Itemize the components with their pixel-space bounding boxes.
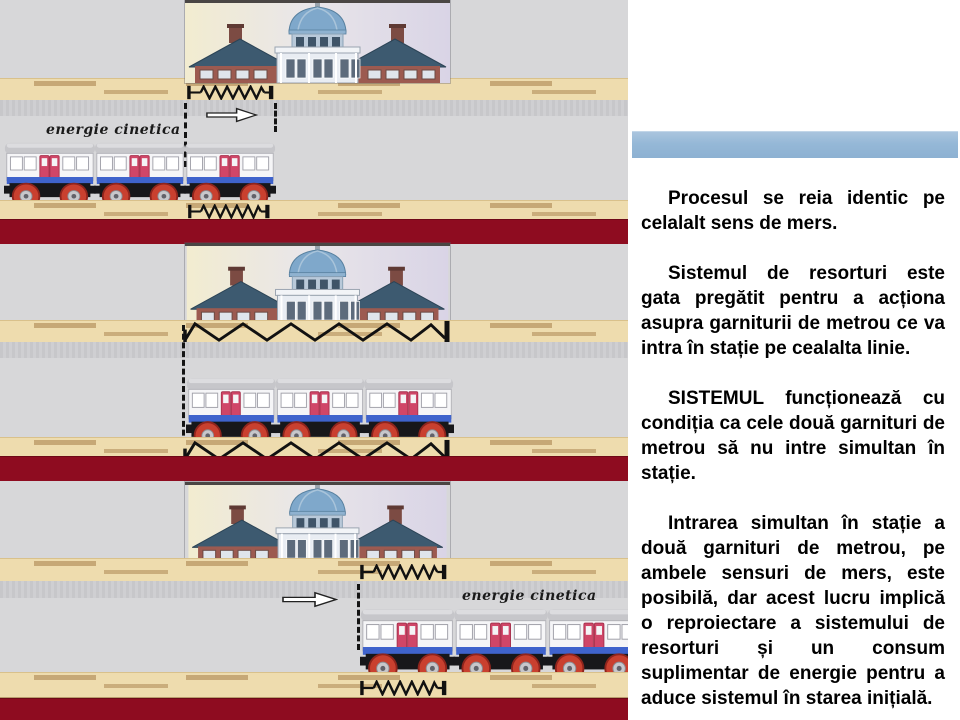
- station-boundary-dashed-line: [357, 584, 360, 650]
- compressed-spring-icon: [359, 564, 449, 580]
- station-boundary-dashed-line: [182, 325, 185, 453]
- kinetic-energy-label: energie cinetica: [462, 588, 597, 604]
- compressed-spring-icon: [359, 680, 449, 696]
- upper-track-plank: [0, 320, 628, 345]
- station-boundary-dashed-line: [274, 103, 277, 132]
- road-strip: [0, 100, 628, 116]
- station-building-illustration: [185, 243, 450, 325]
- divider-band: [0, 456, 628, 481]
- arrow-right-icon: [282, 591, 338, 608]
- divider-band: [0, 698, 628, 720]
- kinetic-energy-label: energie cinetica: [46, 122, 181, 138]
- lower-track-plank: [0, 200, 628, 225]
- compressed-spring-icon: [186, 85, 276, 100]
- road-strip: [0, 342, 628, 358]
- arrow-right-icon: [206, 107, 258, 123]
- lower-track-plank: [0, 672, 628, 699]
- station-boundary-dashed-line: [184, 103, 187, 167]
- paragraph-springs-ready: Sistemul de resorturi este gata pregătit…: [641, 263, 945, 359]
- section-header-bar: [632, 131, 958, 158]
- station-building-illustration: [185, 482, 450, 563]
- station-building-illustration: [185, 0, 450, 83]
- compressed-spring-icon: [187, 204, 272, 219]
- extended-spring-icon: [183, 320, 455, 343]
- illustration-column: energie cinetica energie cinetica: [0, 0, 628, 720]
- divider-band: [0, 219, 628, 244]
- body-text-column: Procesul se reia identic pe celalalt sen…: [641, 186, 945, 720]
- road-strip: [0, 581, 628, 598]
- paragraph-simultaneous-entry: Intrarea simultan în stație a două garni…: [641, 513, 945, 709]
- paragraph-process-repeats: Procesul se reia identic pe celalalt sen…: [641, 188, 945, 234]
- paragraph-system-condition: SISTEMUL funcționează cu condiția ca cel…: [641, 388, 945, 484]
